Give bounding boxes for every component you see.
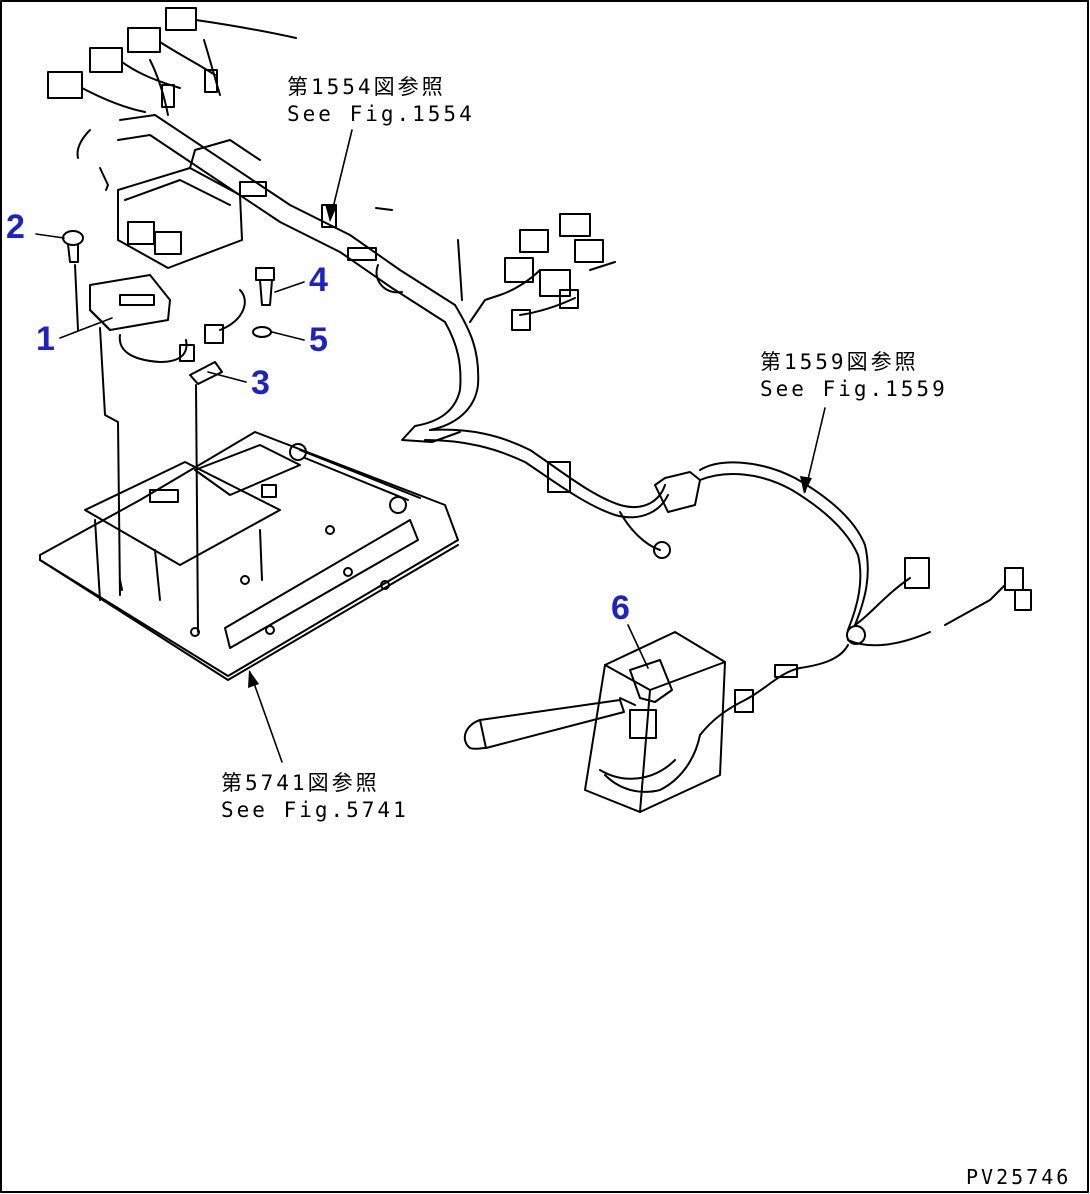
leader-part-1: [59, 317, 113, 339]
floor-plate: [39, 431, 459, 681]
reference-5741: 第5741図参照 See Fig.5741: [221, 770, 409, 824]
reference-1554-en: See Fig.1554: [287, 102, 475, 126]
reference-5741-en: See Fig.5741: [221, 798, 409, 822]
leader-part-3: [207, 371, 247, 383]
cover-plate-assembly: [62, 230, 275, 633]
lever-switch-box: [463, 631, 726, 813]
leader-part-6: [627, 624, 649, 669]
leader-part-5: [271, 331, 305, 341]
lever-wiring-harness: [424, 428, 1032, 793]
reference-1559-ja: 第1559図参照: [760, 350, 919, 374]
leader-part-4: [274, 281, 305, 293]
reference-1559: 第1559図参照 See Fig.1559: [760, 349, 948, 403]
callout-part-2: 2: [6, 208, 25, 246]
leader-arrowheads: [248, 204, 812, 688]
drawing-code: PV25746: [966, 1165, 1072, 1189]
leader-lines: [35, 129, 826, 763]
callout-part-3: 3: [251, 364, 270, 402]
leader-ref-5741: [249, 671, 283, 763]
reference-1554: 第1554図参照 See Fig.1554: [287, 74, 475, 128]
callout-part-5: 5: [309, 321, 328, 359]
reference-1554-ja: 第1554図参照: [287, 75, 446, 99]
callout-part-4: 4: [309, 261, 328, 299]
main-wiring-harness: [47, 7, 616, 443]
reference-1559-en: See Fig.1559: [760, 377, 948, 401]
callout-part-1: 1: [36, 320, 55, 358]
callout-part-6: 6: [611, 589, 630, 627]
reference-5741-ja: 第5741図参照: [221, 771, 380, 795]
leader-part-2: [35, 233, 65, 239]
leader-ref-1554: [329, 129, 353, 221]
